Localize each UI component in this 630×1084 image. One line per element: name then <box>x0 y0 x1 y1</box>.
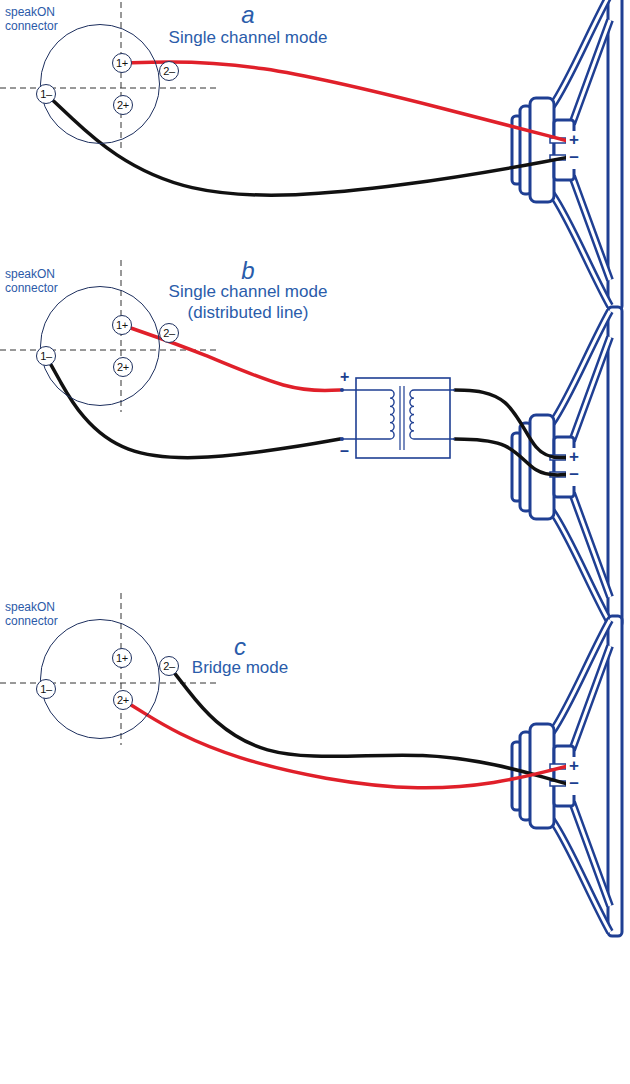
connector-pin: 2– <box>159 323 179 343</box>
speaker-wire <box>51 365 340 458</box>
speaker-wire <box>455 439 566 475</box>
panel-title: Single channel mode (distributed line) <box>153 281 343 323</box>
panel-letter: c <box>220 634 260 660</box>
transformer-core <box>400 386 404 450</box>
speaker-terminals: +– <box>566 757 582 795</box>
crosshair-line <box>121 2 122 150</box>
connector-pin: 2+ <box>113 95 133 115</box>
connector-pin: 2– <box>159 656 179 676</box>
pin-number: 1– <box>40 89 52 100</box>
polarity-mark: – <box>569 774 578 791</box>
crosshair-line <box>121 260 122 412</box>
speaker-terminals: +– <box>566 448 582 486</box>
connector-label: speakON connector <box>5 600 67 628</box>
loudspeaker <box>512 307 622 627</box>
pin-number: 2+ <box>117 100 129 111</box>
panel-title: Single channel mode <box>138 27 358 48</box>
speaker-wire <box>53 101 566 195</box>
speakon-connector: 1+2–1–2+speakON connector <box>40 619 160 739</box>
panel-letter: a <box>228 2 268 28</box>
pin-number: 1+ <box>116 58 128 69</box>
secondary-winding <box>410 390 455 439</box>
pin-number: 2+ <box>117 695 129 706</box>
polarity-mark: – <box>569 465 578 482</box>
pin-number: 2– <box>163 661 175 672</box>
crosshair <box>0 2 220 745</box>
pin-number: 1– <box>40 351 52 362</box>
crosshair-line <box>121 593 122 745</box>
connector-label: speakON connector <box>5 267 67 295</box>
polarity-mark: + <box>569 131 579 148</box>
pin-number: 1– <box>40 684 52 695</box>
connector-pin: 1+ <box>112 648 132 668</box>
crosshair-line <box>0 88 220 89</box>
polarity-mark: – <box>569 148 578 165</box>
speakon-connector: 1+2–1–2+speakON connector <box>40 24 160 144</box>
line-transformer: +– <box>340 372 455 464</box>
loudspeaker <box>512 0 622 310</box>
connector-label: speakON connector <box>5 5 67 33</box>
polarity-mark: – <box>340 442 352 460</box>
connector-pin: 1+ <box>112 53 132 73</box>
speaker-terminals: +– <box>566 131 582 169</box>
speakon-connector: 1+2–1–2+speakON connector <box>40 286 160 406</box>
pin-number: 1+ <box>116 320 128 331</box>
polarity-mark: + <box>569 757 579 774</box>
pin-number: 1+ <box>116 653 128 664</box>
pin-number: 2– <box>163 328 175 339</box>
terminal-dot <box>340 388 344 392</box>
connector-pin: 2– <box>159 61 179 81</box>
pin-number: 2– <box>163 66 175 77</box>
connector-pin: 2+ <box>113 357 133 377</box>
panel-letter: b <box>228 258 268 284</box>
pin-number: 2+ <box>117 362 129 373</box>
polarity-mark: + <box>340 368 352 386</box>
terminal-dot <box>340 437 344 441</box>
crosshair-line <box>0 683 220 684</box>
transformer-symbol <box>340 372 455 464</box>
connector-pin: 1– <box>36 346 56 366</box>
connector-pin: 1– <box>36 679 56 699</box>
primary-winding <box>340 390 394 439</box>
connector-pin: 2+ <box>113 690 133 710</box>
speaker-wire <box>175 674 566 784</box>
speaker-wire <box>132 62 566 140</box>
polarity-mark: + <box>569 448 579 465</box>
connector-pin: 1+ <box>112 315 132 335</box>
connector-pin: 1– <box>36 84 56 104</box>
speaker-wire <box>132 705 566 788</box>
